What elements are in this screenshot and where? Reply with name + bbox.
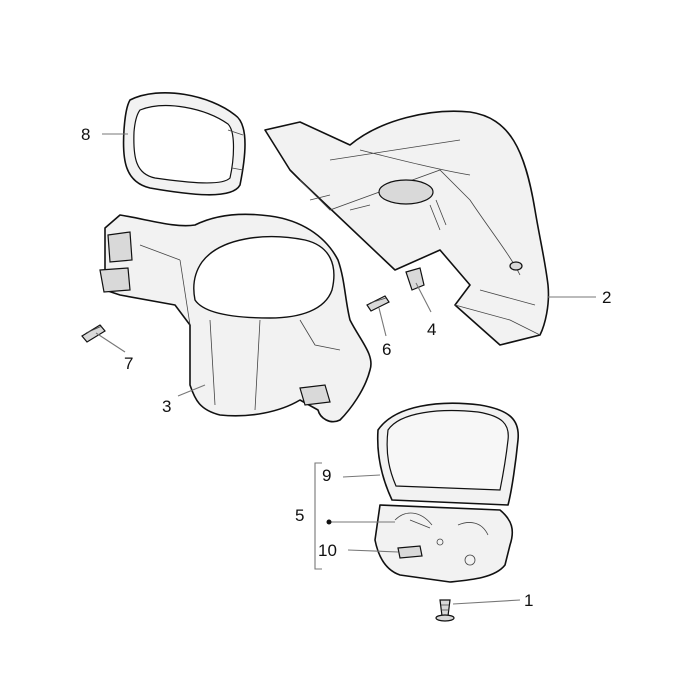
callout-6: 6 — [382, 340, 391, 359]
part-3-front-cover — [99, 213, 372, 423]
callout-5: 5 — [295, 506, 304, 525]
callout-8: 8 — [81, 125, 90, 144]
callout-3: 3 — [162, 397, 171, 416]
part-5-instrument-cluster — [374, 504, 514, 583]
callout-4: 4 — [427, 320, 436, 339]
callout-2: 2 — [602, 288, 611, 307]
leader-lines — [95, 133, 596, 605]
callout-7: 7 — [124, 354, 133, 373]
leader-1 — [452, 599, 521, 605]
part-1-screw — [435, 599, 455, 622]
part-4-clip — [405, 267, 425, 291]
callout-9: 9 — [322, 466, 331, 485]
bracket-5 — [314, 462, 322, 570]
callout-10: 10 — [318, 541, 337, 560]
part-9-lens — [376, 402, 520, 506]
callout-1: 1 — [524, 591, 533, 610]
leader-3 — [177, 384, 206, 397]
part-7-screw — [81, 324, 106, 343]
leader-10 — [347, 549, 399, 553]
part-2-rear-cover — [264, 110, 550, 346]
bullet-5 — [326, 519, 332, 525]
part-10-indicator — [397, 545, 423, 559]
leader-6 — [378, 307, 387, 337]
leader-9 — [342, 474, 381, 478]
part-6-screw — [366, 295, 390, 312]
leader-4 — [415, 282, 432, 313]
leader-7 — [95, 332, 126, 353]
callout-labels: 1 2 3 4 5 6 7 8 9 10 — [81, 125, 611, 610]
part-8-trim-ring — [122, 92, 246, 196]
